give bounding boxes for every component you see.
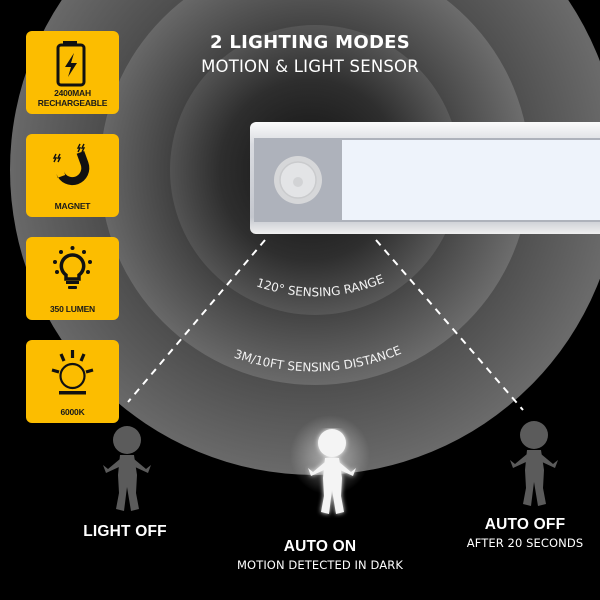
feature-badge-battery: 2400MAH RECHARGEABLE — [26, 31, 119, 114]
led-panel — [342, 140, 600, 220]
page-subtitle: MOTION & LIGHT SENSOR — [201, 57, 419, 76]
feature-badge-color-temperature: 6000K — [26, 340, 119, 423]
mode-title: LIGHT OFF — [83, 523, 167, 540]
sun-color-temperature-icon — [51, 350, 94, 395]
range-boundary-left — [127, 239, 266, 403]
feature-label: RECHARGEABLE — [37, 98, 108, 108]
mode-auto-on: AUTO ON MOTION DETECTED IN DARK — [220, 538, 420, 572]
mode-title: AUTO OFF — [484, 516, 566, 533]
mode-auto-off: AUTO OFF AFTER 20 SECONDS — [450, 516, 600, 550]
feature-label: MAGNET — [54, 201, 91, 211]
motion-sensor-icon — [274, 156, 322, 204]
mode-light-off: LIGHT OFF — [60, 523, 190, 541]
feature-label: 350 LUMEN — [50, 304, 95, 314]
feature-label: 2400MAH — [54, 88, 91, 98]
header: 2 LIGHTING MODES MOTION & LIGHT SENSOR — [180, 32, 440, 80]
person-figure-light-off — [103, 426, 151, 511]
feature-badge-lumen: 350 LUMEN — [26, 237, 119, 320]
page-title: 2 LIGHTING MODES — [209, 32, 411, 53]
mode-title: AUTO ON — [283, 538, 357, 555]
person-figure-auto-off — [510, 421, 558, 506]
feature-label: 6000K — [60, 407, 85, 417]
feature-badge-magnet: MAGNET — [26, 134, 119, 217]
battery-charging-icon — [56, 41, 86, 87]
light-bulb-icon — [53, 246, 92, 289]
person-figure-auto-on — [308, 429, 356, 514]
light-bar-product — [250, 122, 600, 234]
mode-description: MOTION DETECTED IN DARK — [237, 558, 403, 572]
mode-description: AFTER 20 SECONDS — [466, 536, 584, 550]
magnet-icon — [52, 143, 90, 186]
range-boundary-right — [375, 239, 524, 411]
